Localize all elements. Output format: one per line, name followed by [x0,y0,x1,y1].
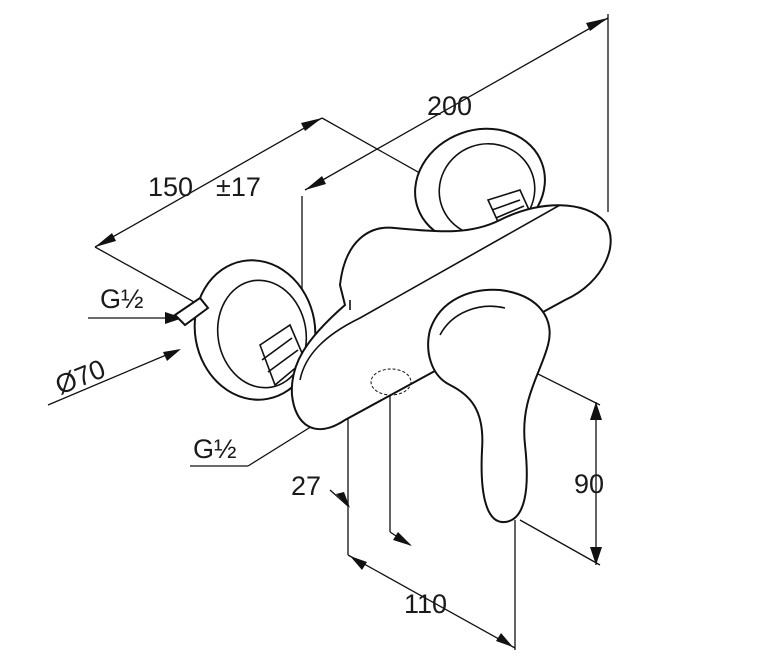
dim-label-27: 27 [291,471,321,501]
dim-label-110: 110 [404,589,447,619]
lever-handle [427,288,551,524]
leader-g-half-left [88,312,183,324]
dim-label-diameter-70: Ø70 [51,354,110,401]
dim-label-90: 90 [574,469,604,499]
dim-label-tolerance: ±17 [216,172,261,202]
dim-label-200: 200 [427,91,472,121]
wall-flange-left [173,259,317,401]
dimension-200 [301,14,609,378]
dim-label-g-half-bottom: G½ [193,434,237,464]
dimension-90 [519,364,602,566]
dim-label-150: 150 [148,172,193,202]
dim-label-g-half-left: G½ [100,284,144,314]
dimension-110 [347,520,516,650]
leader-diameter-70 [47,349,181,406]
